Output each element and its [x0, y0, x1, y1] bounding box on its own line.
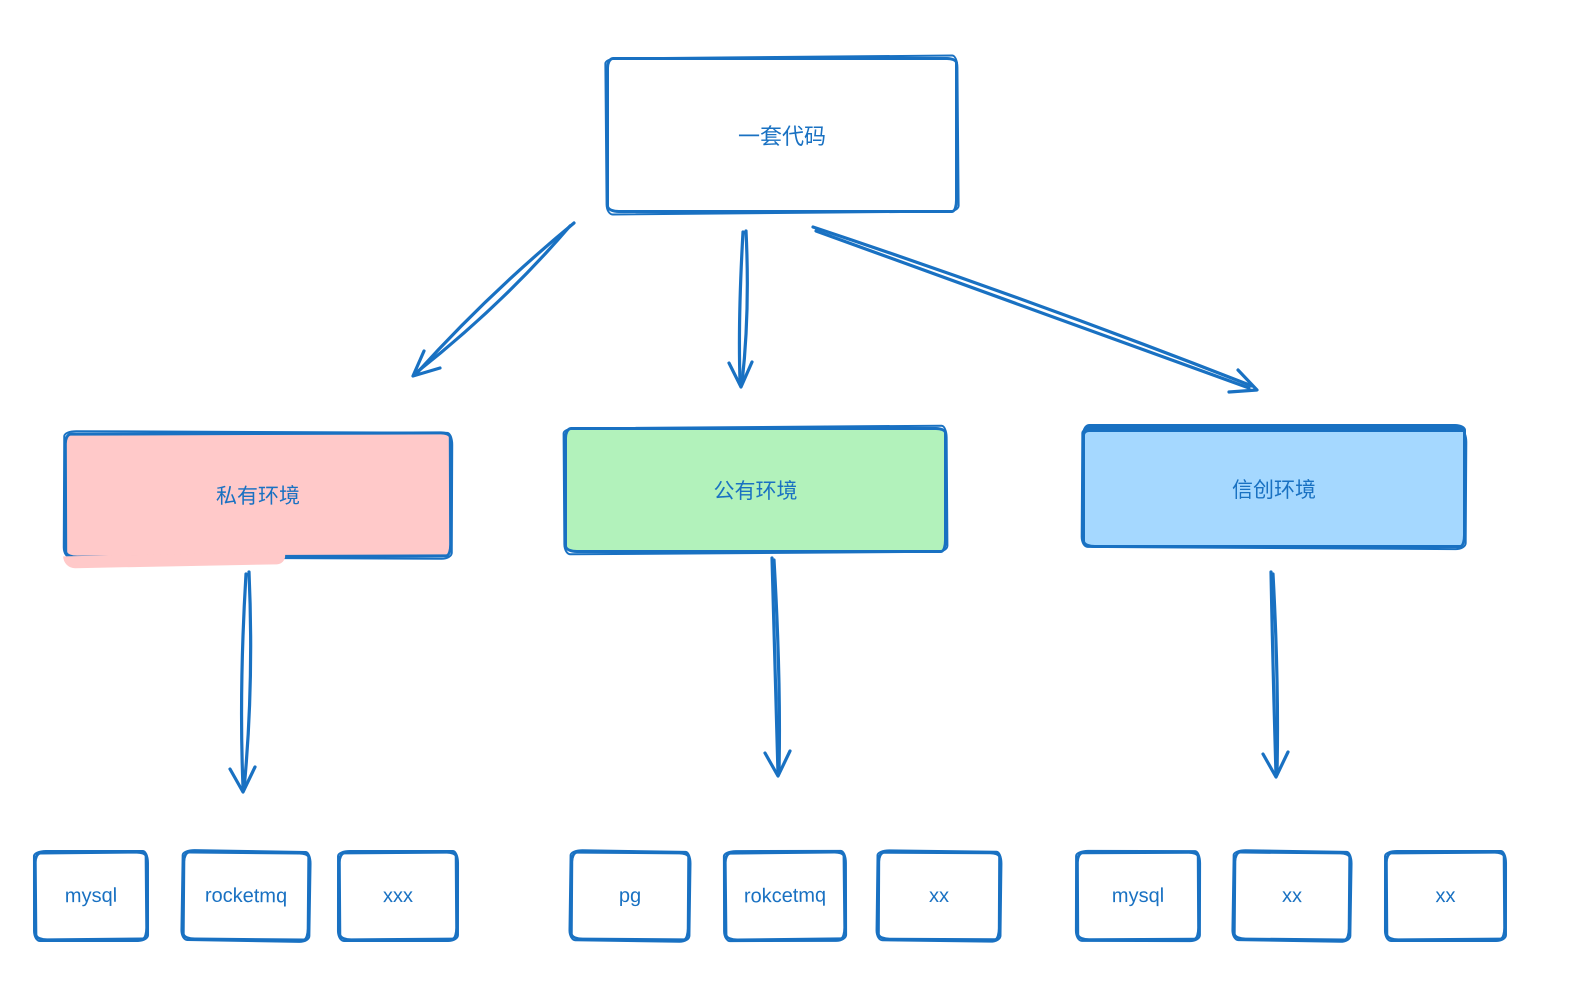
node-env-public[interactable]: 公有环境	[564, 427, 947, 553]
node-xinchuang-xx1[interactable]: xx	[1232, 850, 1352, 942]
node-code[interactable]: 一套代码	[606, 57, 958, 213]
node-xinchuang-xx1-label: xx	[1281, 884, 1303, 907]
node-env-public-label: 公有环境	[713, 480, 798, 503]
arrow-code-to-public[interactable]	[727, 229, 754, 389]
node-public-xx-label: xx	[928, 884, 950, 907]
arrow-public-to-components[interactable]	[763, 556, 792, 778]
node-public-xx[interactable]: xx	[876, 850, 1002, 942]
node-private-mysql[interactable]: mysql	[33, 850, 149, 942]
node-public-rokcetmq-label: rokcetmq	[743, 884, 827, 907]
arrow-code-to-xinchuang[interactable]	[811, 225, 1259, 394]
arrow-xinchuang-to-components[interactable]	[1261, 570, 1290, 779]
arrow-private-to-components[interactable]	[228, 570, 257, 794]
node-private-rocketmq[interactable]: rocketmq	[181, 850, 311, 942]
node-xinchuang-mysql-label: mysql	[1111, 884, 1165, 907]
node-env-private[interactable]: 私有环境	[63, 431, 453, 559]
node-code-label: 一套代码	[737, 124, 826, 149]
node-public-rokcetmq[interactable]: rokcetmq	[723, 850, 847, 942]
node-env-xinchuang[interactable]: 信创环境	[1082, 424, 1466, 548]
node-env-private-label: 私有环境	[215, 484, 301, 509]
node-public-pg[interactable]: pg	[569, 850, 691, 942]
node-private-xxx[interactable]: xxx	[337, 850, 459, 942]
node-xinchuang-xx2[interactable]: xx	[1384, 850, 1507, 942]
node-env-xinchuang-label: 信创环境	[1232, 478, 1316, 502]
node-private-mysql-label: mysql	[64, 884, 118, 907]
node-public-pg-label: pg	[618, 884, 642, 907]
node-xinchuang-xx2-label: xx	[1435, 884, 1456, 907]
arrow-code-to-private[interactable]	[411, 221, 576, 378]
node-private-rocketmq-label: rocketmq	[204, 884, 288, 907]
node-private-xxx-label: xxx	[382, 884, 414, 907]
node-xinchuang-mysql[interactable]: mysql	[1075, 850, 1201, 942]
